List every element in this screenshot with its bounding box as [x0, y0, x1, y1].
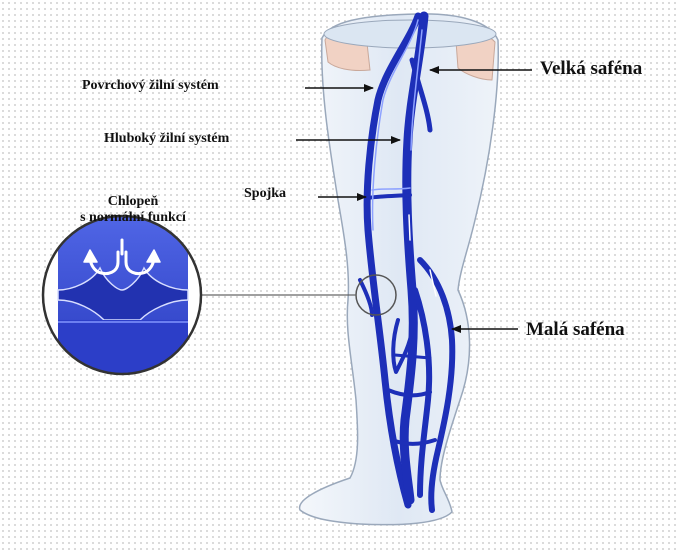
- label-great-saphenous: Velká saféna: [540, 58, 642, 80]
- label-deep-system: Hluboký žilní systém: [104, 131, 229, 147]
- label-valve-line1: Chlopeň: [58, 194, 208, 210]
- label-connector: Spojka: [244, 186, 286, 202]
- valve-zoom-circle: [40, 215, 210, 385]
- label-small-saphenous: Malá saféna: [526, 319, 625, 341]
- label-superficial-system: Povrchový žilní systém: [82, 78, 219, 94]
- label-valve: Chlopeň s normální funkcí: [58, 194, 208, 226]
- label-valve-line2: s normální funkcí: [58, 210, 208, 226]
- leg-shape: [300, 14, 499, 525]
